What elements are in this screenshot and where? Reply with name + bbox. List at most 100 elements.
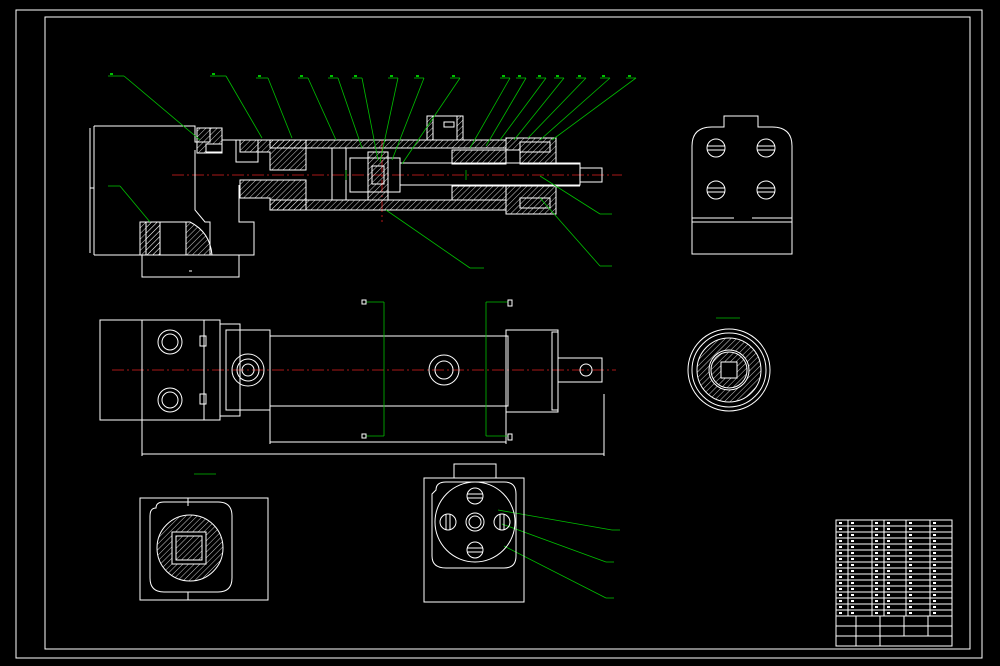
- title-cell-mark: [887, 558, 890, 560]
- title-cell-mark: [851, 522, 854, 524]
- title-cell-mark: [887, 546, 890, 548]
- title-cell-mark: [909, 570, 912, 572]
- title-cell-mark: [887, 606, 890, 608]
- title-cell-mark: [933, 570, 936, 572]
- title-cell-mark: [933, 600, 936, 602]
- title-cell-mark: [839, 570, 842, 572]
- title-cell-mark: [851, 558, 854, 560]
- title-cell-mark: [875, 588, 878, 590]
- title-cell-mark: [851, 528, 854, 530]
- title-cell-mark: [851, 606, 854, 608]
- title-cell-mark: [909, 576, 912, 578]
- title-cell-mark: [875, 528, 878, 530]
- title-cell-mark: [851, 600, 854, 602]
- title-cell-mark: [875, 582, 878, 584]
- title-cell-mark: [839, 600, 842, 602]
- part-balloon-9: [452, 75, 455, 77]
- title-cell-mark: [875, 522, 878, 524]
- title-cell-mark: [851, 564, 854, 566]
- title-cell-mark: [933, 546, 936, 548]
- title-cell-mark: [851, 588, 854, 590]
- title-cell-mark: [887, 534, 890, 536]
- title-cell-mark: [839, 582, 842, 584]
- part-balloon-7: [390, 75, 393, 77]
- title-cell-mark: [909, 588, 912, 590]
- title-cell-mark: [887, 540, 890, 542]
- plan-view: [99, 299, 616, 456]
- part-balloon-14: [578, 75, 581, 77]
- part-balloon-3: [258, 75, 261, 77]
- title-block: [835, 519, 953, 647]
- title-cell-mark: [839, 522, 842, 524]
- title-cell-mark: [909, 528, 912, 530]
- title-cell-mark: [875, 600, 878, 602]
- part-balloon-4: [300, 75, 303, 77]
- title-cell-mark: [933, 534, 936, 536]
- title-cell-mark: [851, 546, 854, 548]
- inner-frame: [44, 16, 971, 650]
- title-cell-mark: [851, 582, 854, 584]
- title-cell-mark: [875, 534, 878, 536]
- title-cell-mark: [909, 558, 912, 560]
- title-cell-mark: [933, 558, 936, 560]
- title-cell-mark: [887, 576, 890, 578]
- title-cell-mark: [887, 612, 890, 614]
- title-cell-mark: [839, 558, 842, 560]
- title-cell-mark: [875, 558, 878, 560]
- title-cell-mark: [887, 600, 890, 602]
- title-cell-mark: [851, 540, 854, 542]
- title-cell-mark: [887, 570, 890, 572]
- part-balloon-6: [354, 75, 357, 77]
- title-cell-mark: [887, 528, 890, 530]
- section-view: [89, 115, 622, 278]
- title-cell-mark: [851, 552, 854, 554]
- title-cell-mark: [909, 540, 912, 542]
- part-balloon-12: [538, 75, 541, 77]
- title-cell-mark: [909, 606, 912, 608]
- title-cell-mark: [887, 522, 890, 524]
- title-cell-mark: [875, 576, 878, 578]
- title-cell-mark: [933, 540, 936, 542]
- title-cell-mark: [875, 552, 878, 554]
- title-cell-mark: [875, 546, 878, 548]
- title-cell-mark: [909, 534, 912, 536]
- title-cell-mark: [839, 606, 842, 608]
- title-cell-mark: [875, 612, 878, 614]
- title-cell-mark: [933, 522, 936, 524]
- title-cell-mark: [839, 552, 842, 554]
- title-cell-mark: [909, 594, 912, 596]
- title-cell-mark: [851, 594, 854, 596]
- title-cell-mark: [839, 588, 842, 590]
- leader-lines: [108, 75, 637, 599]
- part-balloon-11: [518, 75, 521, 77]
- outer-frame: [15, 9, 983, 659]
- title-cell-mark: [887, 594, 890, 596]
- end-view-flange: [691, 115, 793, 255]
- title-cell-mark: [909, 612, 912, 614]
- title-cell-mark: [933, 564, 936, 566]
- title-cell-mark: [851, 534, 854, 536]
- round-section-view: [687, 317, 771, 412]
- title-cell-mark: [909, 522, 912, 524]
- title-cell-mark: [933, 594, 936, 596]
- part-balloon-8: [416, 75, 419, 77]
- title-cell-mark: [851, 612, 854, 614]
- bottom-end-view: [423, 463, 525, 603]
- part-balloon-13: [556, 75, 559, 77]
- title-cell-mark: [933, 588, 936, 590]
- title-cell-mark: [887, 552, 890, 554]
- part-balloon-1: [110, 73, 113, 75]
- title-cell-mark: [887, 588, 890, 590]
- title-cell-mark: [887, 582, 890, 584]
- title-cell-mark: [909, 600, 912, 602]
- title-cell-mark: [933, 552, 936, 554]
- title-cell-mark: [851, 570, 854, 572]
- title-cell-mark: [933, 582, 936, 584]
- title-cell-mark: [875, 540, 878, 542]
- title-cell-mark: [933, 528, 936, 530]
- title-cell-mark: [933, 576, 936, 578]
- part-balloon-15: [602, 75, 605, 77]
- title-cell-mark: [839, 564, 842, 566]
- title-cell-mark: [839, 540, 842, 542]
